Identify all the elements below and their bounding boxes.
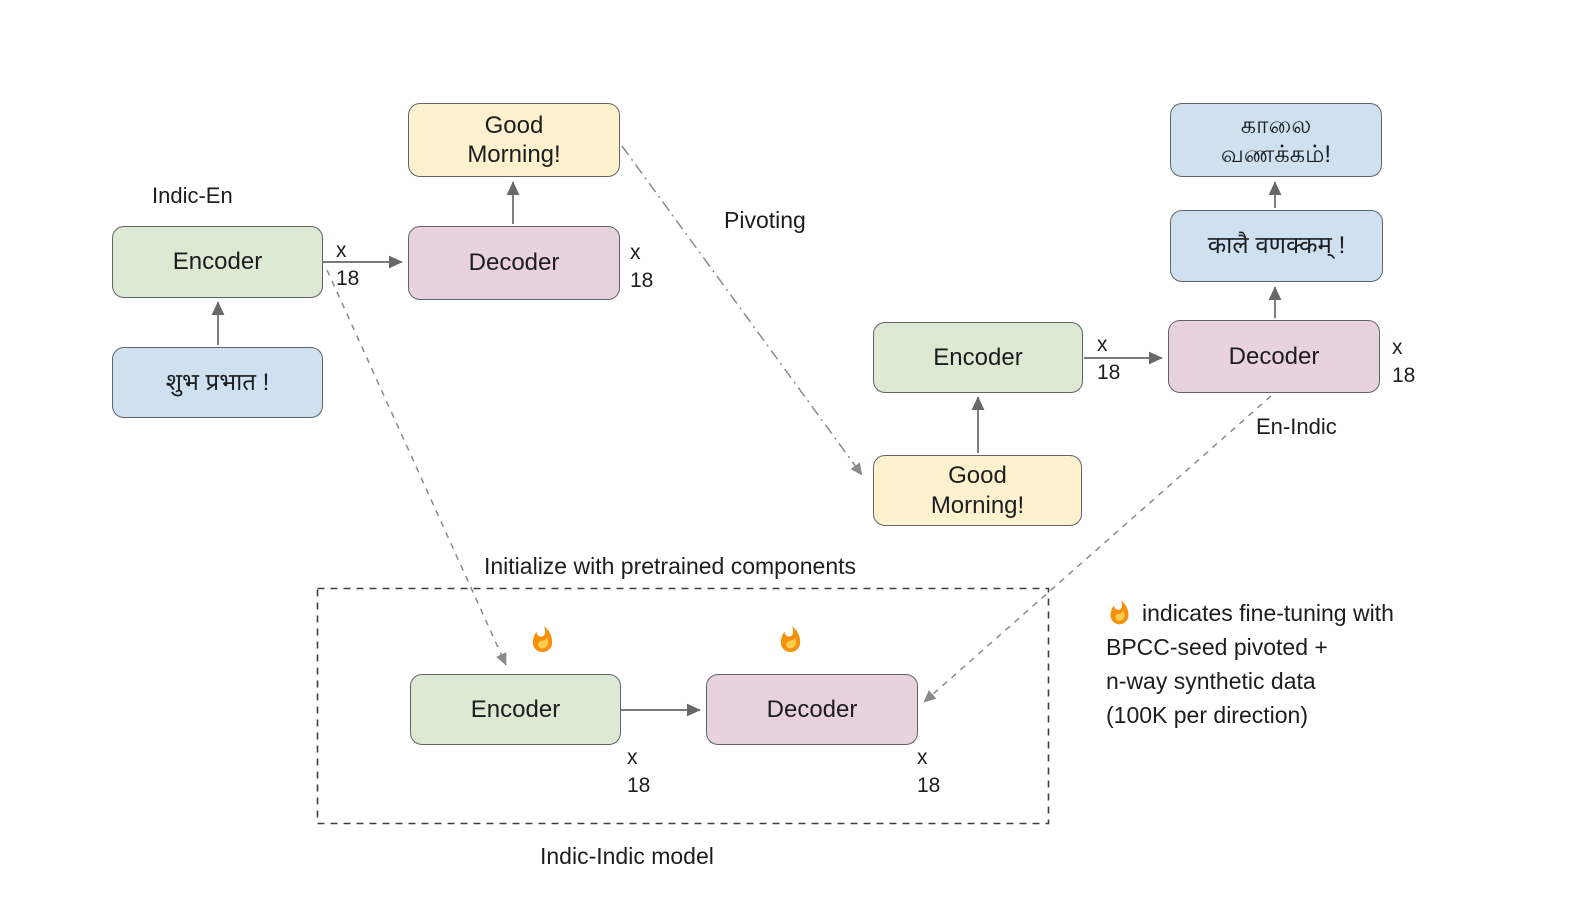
mult-count: 18 — [917, 774, 941, 797]
en-indic-title: En-Indic — [1256, 414, 1337, 439]
fire-icon — [1110, 600, 1129, 625]
layer-count-indic-en-decoder: x 18 — [630, 239, 653, 295]
english-output-line2: Morning! — [467, 141, 561, 168]
layer-count-en-indic-encoder: x 18 — [1097, 331, 1120, 387]
final-output-line2: வணக்கம்! — [1220, 141, 1332, 168]
layer-count-en-indic-decoder: x 18 — [1392, 334, 1415, 390]
fire-icon — [780, 626, 801, 653]
indic-indic-dashed-frame — [316, 587, 1050, 825]
mult-x: x — [630, 241, 641, 264]
mult-count: 18 — [1392, 364, 1416, 387]
arrow-pivoting — [621, 145, 863, 476]
indic-indic-encoder-box: Encoder — [410, 674, 621, 745]
layer-count-indic-indic-decoder: x 18 — [917, 744, 940, 800]
mult-x: x — [917, 746, 928, 769]
intermediate-output-box: कालै वणक्कम् ! — [1170, 210, 1383, 282]
indic-en-title: Indic-En — [152, 183, 233, 208]
finetune-note-line4: (100K per direction) — [1106, 702, 1308, 728]
indic-indic-caption: Indic-Indic model — [540, 843, 714, 869]
final-output-line1: காலை — [1240, 111, 1312, 139]
indic-indic-decoder-label: Decoder — [766, 695, 858, 723]
finetune-note-text1: indicates fine-tuning with — [1142, 600, 1394, 626]
english-input-box: Good Morning! — [873, 455, 1082, 526]
final-output-box: காலை வணக்கம்! — [1170, 103, 1382, 177]
en-indic-decoder-box: Decoder — [1168, 320, 1380, 393]
mult-x: x — [627, 746, 638, 769]
mult-x: x — [336, 239, 347, 262]
english-input-line2: Morning! — [930, 491, 1025, 519]
finetune-note-line2: BPCC-seed pivoted + — [1106, 634, 1328, 660]
indic-input-box: शुभ प्रभात ! — [112, 347, 323, 418]
en-indic-decoder-label: Decoder — [1228, 342, 1320, 370]
intermediate-output-text: कालै वणक्कम् ! — [1207, 232, 1346, 260]
finetune-note-line1: indicates fine-tuning with — [1106, 596, 1394, 630]
arrow-init-decoder-from-en-indic — [923, 395, 1272, 703]
indic-input-text: शुभ प्रभात ! — [165, 368, 270, 396]
en-indic-encoder-label: Encoder — [933, 343, 1023, 371]
layer-count-indic-indic-encoder: x 18 — [627, 744, 650, 800]
english-input-line1: Good — [948, 462, 1007, 490]
en-indic-encoder-box: Encoder — [873, 322, 1083, 393]
mult-x: x — [1392, 336, 1403, 359]
indic-en-encoder-label: Encoder — [172, 248, 263, 276]
indic-indic-decoder-box: Decoder — [706, 674, 918, 745]
indic-indic-encoder-label: Encoder — [470, 695, 561, 723]
english-output-line1: Good — [484, 111, 544, 139]
fire-icon — [532, 626, 553, 653]
indic-en-decoder-label: Decoder — [468, 249, 560, 277]
init-pretrained-label: Initialize with pretrained components — [484, 553, 857, 579]
indic-en-decoder-box: Decoder — [408, 226, 620, 300]
mult-count: 18 — [336, 267, 360, 290]
mult-count: 18 — [627, 774, 651, 797]
mult-count: 18 — [630, 269, 654, 292]
english-output-box: Good Morning! — [408, 103, 620, 177]
arrow-init-encoder-from-indic-en — [326, 269, 507, 666]
indic-en-encoder-box: Encoder — [112, 226, 323, 298]
pivoting-label: Pivoting — [724, 207, 806, 233]
mult-count: 18 — [1097, 361, 1121, 384]
finetune-note-line3: n-way synthetic data — [1106, 668, 1316, 694]
finetune-note: indicates fine-tuning with BPCC-seed piv… — [1106, 596, 1394, 732]
layer-count-indic-en-encoder: x 18 — [336, 237, 359, 293]
mult-x: x — [1097, 333, 1108, 356]
